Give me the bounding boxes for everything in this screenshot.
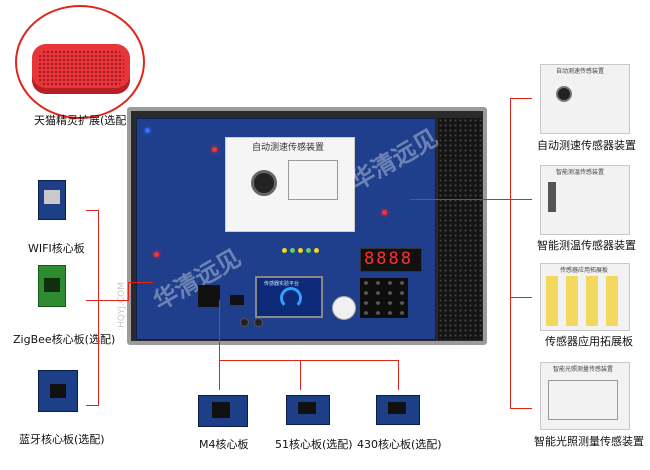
430-module-label: 430核心板(选配) — [357, 438, 442, 451]
bottom-connector-drop — [219, 300, 220, 360]
auto-speed-module-label: 自动测速传感器装置 — [537, 139, 636, 152]
led-green-1 — [290, 248, 295, 253]
keypad[interactable] — [360, 278, 408, 318]
right-connector-1 — [510, 98, 532, 99]
m4-module-chip — [212, 402, 230, 418]
main-board-connector-area — [438, 118, 482, 340]
panel-circuit — [288, 160, 338, 200]
right-connector-3 — [510, 297, 532, 298]
auto-speed-panel-title: 自动测速传感装置 — [252, 143, 325, 153]
right-connector-vertical — [510, 98, 511, 408]
auto-speed-module-knob — [556, 86, 572, 102]
left-connector-board-v — [128, 282, 129, 301]
speaker-circle — [15, 5, 145, 119]
led-yellow-3 — [314, 248, 319, 253]
left-connector-main — [98, 300, 128, 301]
left-connector-vertical — [98, 210, 99, 406]
bottom-connector-horizontal — [219, 360, 399, 361]
smart-temp-module-title: 智能测温传感装置 — [556, 169, 605, 176]
lcd-gauge — [280, 287, 302, 309]
speaker-grille — [38, 50, 124, 86]
light-measure-module-title: 智能光照测量传感装置 — [553, 366, 614, 373]
bottom-connector-51 — [300, 360, 301, 390]
sensor-expansion-module-label: 传感器应用拓展板 — [545, 335, 633, 348]
bluetooth-module-label: 蓝牙核心板(选配) — [19, 433, 105, 446]
led-yellow-2 — [298, 248, 303, 253]
430-module-chip — [388, 402, 406, 414]
wifi-module-chip — [44, 190, 60, 204]
zigbee-module-chip — [44, 278, 60, 292]
smart-temp-module-label: 智能测温传感器装置 — [537, 239, 636, 252]
side-watermark: HQYJ.COM — [117, 282, 127, 328]
wifi-module-label: WIFI核心板 — [28, 242, 85, 255]
zigbee-module-image — [38, 265, 66, 307]
light-measure-module-label: 智能光照测量传感装置 — [534, 435, 644, 448]
51-module-chip — [298, 402, 316, 414]
segment-display-text: 8888 — [364, 249, 413, 269]
led-red-2 — [382, 210, 387, 215]
left-connector-wifi — [86, 210, 99, 211]
segment-display — [360, 248, 422, 272]
right-connector-main — [410, 199, 510, 200]
light-measure-module-image — [540, 362, 630, 430]
51-module-label: 51核心板(选配) — [275, 438, 353, 451]
smart-temp-module-sensor — [548, 182, 556, 212]
led-blue-1 — [145, 128, 150, 133]
auto-speed-module-title: 自动测速传感装置 — [556, 68, 605, 75]
mcu-chip — [198, 285, 220, 307]
led-red-3 — [154, 252, 159, 257]
led-red-1 — [212, 147, 217, 152]
left-connector-board — [128, 282, 153, 283]
speaker-label: 天猫精灵扩展(选配) — [34, 114, 131, 127]
light-measure-module-circuit — [548, 380, 618, 420]
bottom-connector-m4 — [219, 360, 220, 390]
potentiometer-knob[interactable] — [332, 296, 356, 320]
bottom-connector-430 — [398, 360, 399, 390]
left-connector-bluetooth — [86, 405, 99, 406]
board-button-2[interactable] — [254, 318, 263, 327]
left-connector-zigbee — [86, 300, 99, 301]
m4-module-label: M4核心板 — [199, 438, 249, 451]
led-yellow-1 — [282, 248, 287, 253]
right-connector-4 — [510, 408, 532, 409]
sensor-expansion-module-title: 传感器应用拓展板 — [560, 267, 609, 274]
auto-speed-module-image — [540, 64, 630, 134]
bluetooth-module-chip — [50, 384, 66, 398]
zigbee-module-label: ZigBee核心板(选配) — [13, 333, 116, 346]
led-green-2 — [306, 248, 311, 253]
auto-speed-panel — [225, 137, 355, 232]
right-connector-2 — [510, 199, 532, 200]
board-button-1[interactable] — [240, 318, 249, 327]
lcd-text: 传感器实验平台 — [264, 281, 300, 287]
sensor-expansion-module-slots — [546, 276, 624, 326]
speed-knob[interactable] — [251, 170, 277, 196]
ic-chip — [230, 295, 244, 305]
